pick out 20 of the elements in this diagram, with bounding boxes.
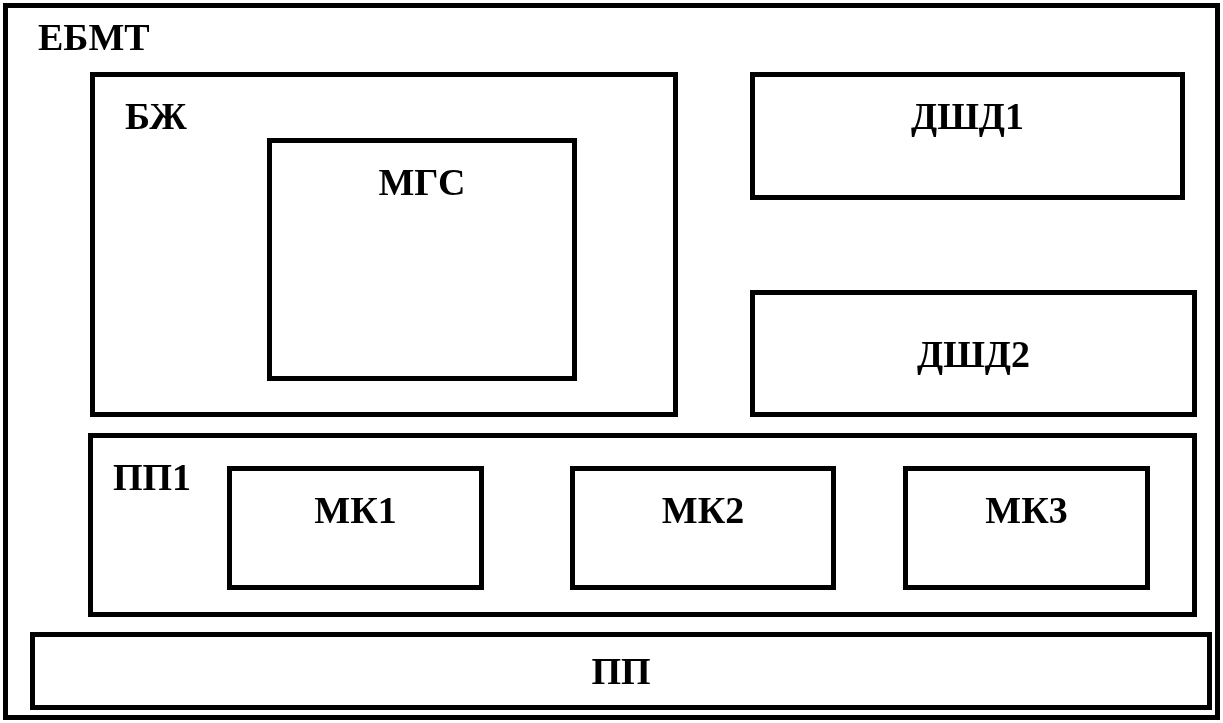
block-box xyxy=(227,466,484,590)
block-label: МГС xyxy=(378,163,466,201)
block-label: ПП xyxy=(591,652,651,690)
block-box xyxy=(3,3,1220,720)
block-box xyxy=(88,433,1197,617)
block-box xyxy=(750,72,1185,200)
block-box xyxy=(903,466,1150,590)
block-box xyxy=(570,466,836,590)
block-label: МК2 xyxy=(661,491,745,529)
block-label: ДШД1 xyxy=(911,97,1024,135)
block-box xyxy=(267,138,577,381)
block-label: МК3 xyxy=(985,491,1068,529)
block-label: ДШД2 xyxy=(917,334,1030,373)
block-label: БЖ xyxy=(125,97,187,135)
block-label: ЕБМТ xyxy=(38,18,150,56)
block-label: ПП1 xyxy=(113,458,192,496)
block-label: МК1 xyxy=(314,491,397,529)
block-box xyxy=(90,72,678,417)
block-box xyxy=(750,290,1197,417)
block-box xyxy=(30,632,1212,710)
